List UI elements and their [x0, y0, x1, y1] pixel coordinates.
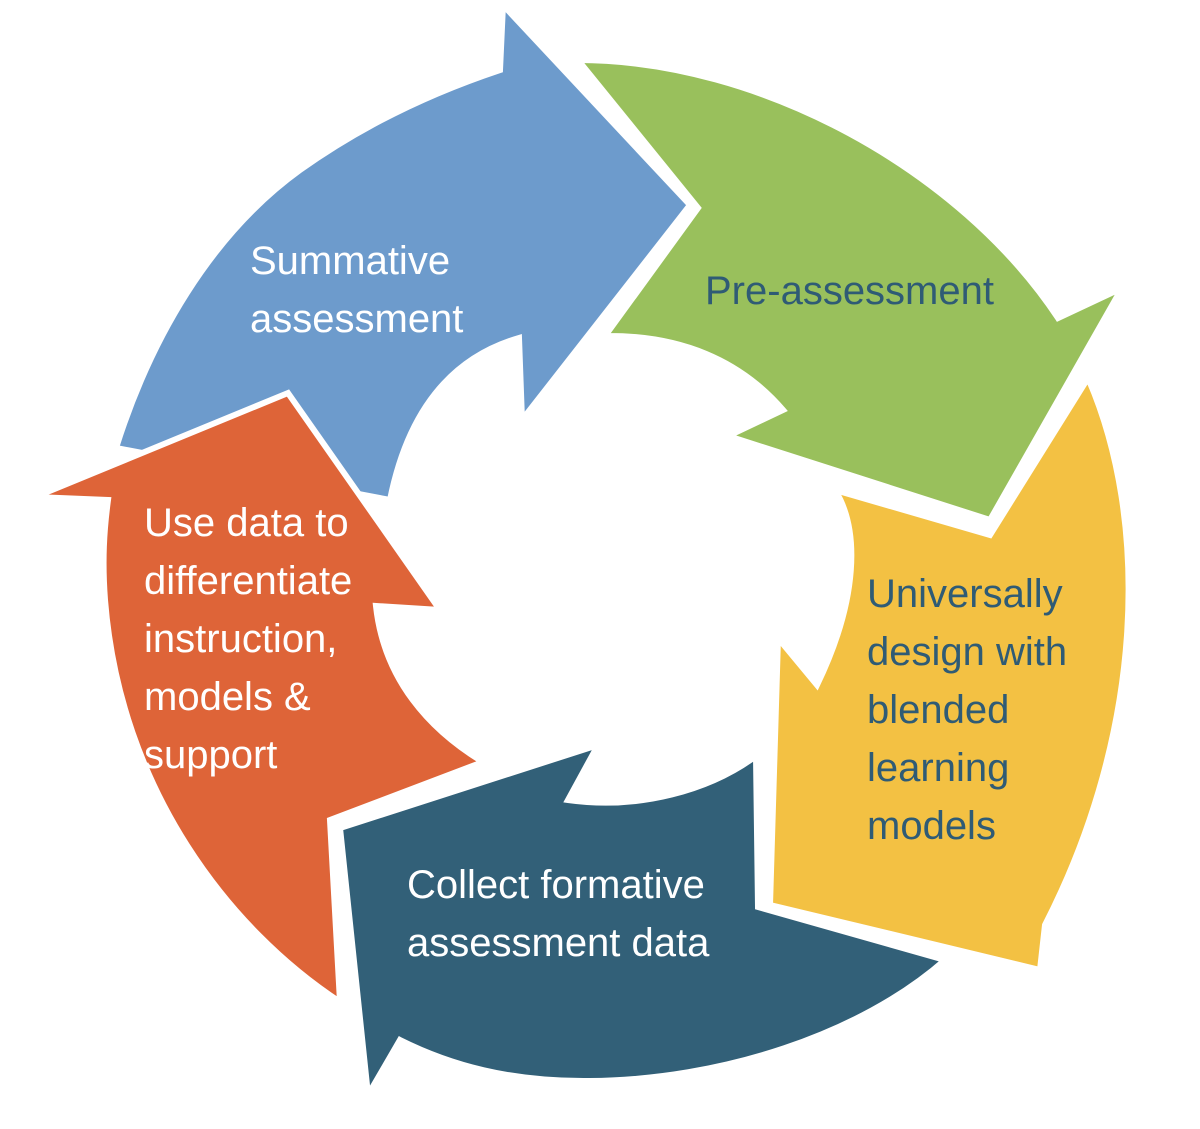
arrow-use-data: [33, 389, 490, 1008]
label-line: design with: [867, 630, 1068, 674]
label-collect-formative: Collect formative assessment data: [407, 856, 709, 972]
arrow-universally-design: [766, 371, 1132, 974]
label-line: Summative: [250, 239, 451, 283]
label-line: assessment: [250, 297, 464, 341]
label-use-data: Use data to differentiate instruction, m…: [144, 494, 352, 784]
label-universally-design: Universally design with blended learning…: [867, 565, 1067, 855]
label-line: Collect formative: [407, 863, 705, 907]
label-line: Universally: [867, 572, 1063, 616]
label-line: assessment data: [407, 921, 710, 965]
arrow-pre-assessment: [571, 56, 1130, 524]
label-line: differentiate: [144, 559, 353, 603]
label-line: learning: [867, 746, 1010, 790]
label-pre-assessment: Pre-assessment: [705, 262, 994, 320]
label-line: support: [144, 733, 278, 777]
label-line: Use data to: [144, 501, 349, 545]
label-line: Pre-assessment: [705, 269, 994, 313]
label-line: models &: [144, 675, 311, 719]
label-summative: Summative assessment: [250, 232, 463, 348]
label-line: blended: [867, 688, 1010, 732]
arrow-collect-formative: [336, 739, 952, 1105]
arrow-summative: [112, 0, 694, 504]
label-line: models: [867, 804, 996, 848]
label-line: instruction,: [144, 617, 338, 661]
